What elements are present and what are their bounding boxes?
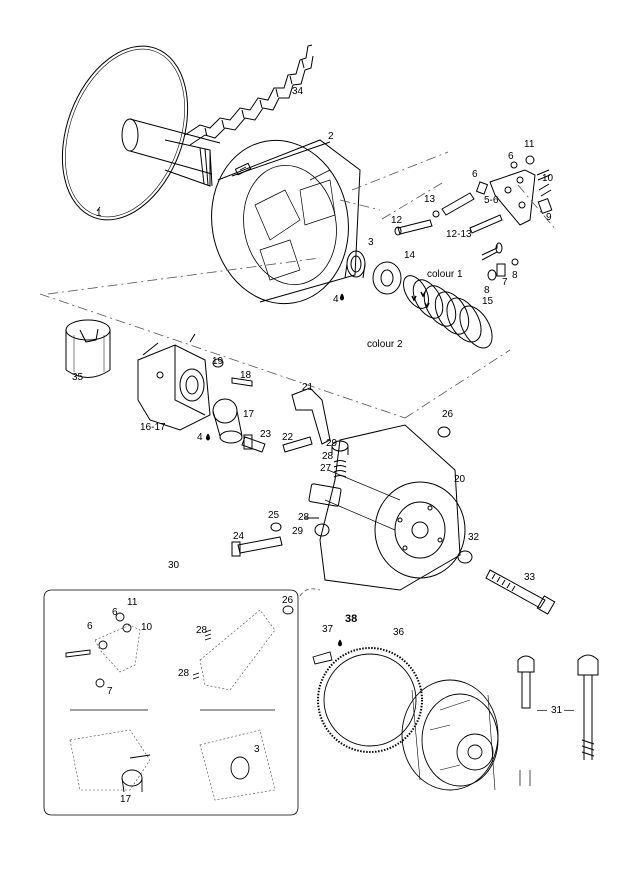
dash-right: —	[564, 705, 574, 716]
pin-12	[394, 210, 440, 236]
callout-5-6: 5-6	[484, 195, 499, 206]
inset-callout-17: 17	[120, 794, 132, 805]
callout-35: 35	[72, 372, 84, 383]
fixed-sheave	[61, 45, 189, 221]
callout-12: 12	[391, 215, 403, 226]
callout-21: 21	[302, 382, 314, 393]
drive-belt	[184, 44, 314, 146]
inset-callout-11: 11	[127, 597, 138, 608]
callout-13: 13	[424, 194, 436, 205]
callout-7: 7	[502, 277, 508, 288]
washer-25	[270, 522, 282, 532]
callout-31: 31	[551, 705, 563, 716]
callout-23: 23	[260, 429, 272, 440]
callout-22: 22	[282, 432, 294, 443]
nuts-7-8	[487, 258, 519, 281]
callout-20: 20	[454, 474, 466, 485]
callout-10: 10	[542, 173, 554, 184]
grease-drop-icon	[340, 293, 344, 301]
inset-callout-38: 38	[345, 613, 358, 625]
governor-cup-20	[308, 424, 466, 591]
inset-callout-28: 28	[196, 625, 208, 636]
callout-colour-1: colour 1	[427, 269, 463, 280]
screw-18-washer-19	[212, 358, 253, 387]
pin-12-13	[441, 192, 503, 261]
callout-28: 28	[298, 512, 310, 523]
screw-23	[241, 434, 266, 453]
bolt-33	[485, 569, 556, 615]
sleeve-35	[65, 319, 111, 378]
callout-1: 1	[96, 208, 102, 219]
callout-33: 33	[524, 572, 536, 583]
callout-26: 26	[442, 409, 454, 420]
bushing-3	[344, 250, 366, 279]
inset-callout-26: 26	[282, 595, 294, 606]
inset-callout-6: 6	[112, 607, 118, 618]
inset-callout-3: 3	[254, 744, 260, 755]
callout-9: 9	[546, 212, 552, 223]
roller-assembly	[305, 440, 349, 537]
pin-22	[282, 436, 313, 453]
callout-colour-2: colour 2	[367, 339, 403, 350]
callout-6: 6	[472, 169, 478, 180]
washer-14	[372, 261, 402, 295]
sliding-half-housing	[211, 139, 361, 305]
callout-3: 3	[368, 237, 374, 248]
flywheel-36	[299, 588, 499, 791]
callout-11: 11	[524, 139, 535, 150]
bolt-24	[231, 536, 283, 557]
callout-27: 27	[320, 463, 332, 474]
callout-4: 4	[197, 432, 203, 443]
assembly-outline	[39, 151, 557, 419]
callout-28: 28	[322, 451, 334, 462]
washer-26	[437, 426, 451, 438]
bolts-31	[517, 654, 599, 786]
spring-15	[403, 275, 493, 349]
bushing-17	[212, 398, 243, 444]
callout-8: 8	[512, 270, 518, 281]
callout-12-13: 12-13	[446, 229, 472, 240]
dash-left: —	[537, 705, 547, 716]
inset-callout-36: 36	[393, 627, 405, 638]
lever-5-6	[475, 155, 553, 226]
callout-18: 18	[240, 370, 252, 381]
washer-32	[457, 550, 473, 564]
inset-parts	[65, 605, 294, 793]
callout-19: 19	[212, 356, 224, 367]
callout-29: 29	[292, 526, 304, 537]
callout-8: 8	[484, 285, 490, 296]
spider-16-17	[137, 333, 211, 431]
callout-14: 14	[404, 250, 416, 261]
inset-callout-6: 6	[87, 621, 93, 632]
inset-callout-7: 7	[107, 686, 113, 697]
callout-16-17: 16-17	[140, 422, 166, 433]
inset-callout-28: 28	[178, 668, 190, 679]
callout-30: 30	[168, 560, 180, 571]
cam-arm-21	[291, 387, 331, 445]
callout-4: 4	[333, 294, 339, 305]
inset-drawings	[69, 609, 276, 801]
callout-29: 29	[326, 438, 338, 449]
callout-24: 24	[233, 531, 245, 542]
callout-2: 2	[328, 131, 334, 142]
callout-25: 25	[268, 510, 280, 521]
grease-drop-icon	[206, 433, 210, 441]
inset-callout-37: 37	[322, 624, 334, 635]
callout-32: 32	[468, 532, 480, 543]
callout-6: 6	[508, 151, 514, 162]
inset-callout-10: 10	[141, 622, 153, 633]
callout-15: 15	[482, 296, 494, 307]
inset-frame-left	[43, 589, 299, 816]
pulley-shaft	[121, 118, 221, 187]
callout-17: 17	[243, 409, 255, 420]
callout-34: 34	[292, 86, 304, 97]
